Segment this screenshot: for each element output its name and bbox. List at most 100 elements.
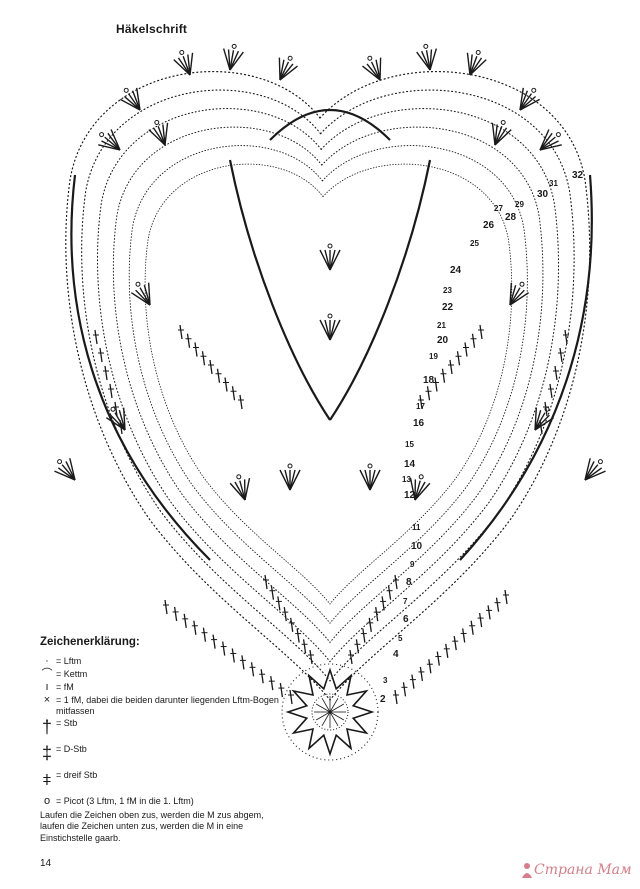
stitch-mark [464,342,468,357]
round-number: 13 [402,475,411,484]
legend-row: · = Lftm [40,655,290,667]
stitch-mark [534,414,550,431]
stitch-mark [329,711,339,727]
stitch-mark [69,458,76,481]
doily-outline [65,70,593,701]
stitch-mark [229,50,240,71]
petal-cluster [120,87,141,111]
stitch-mark [419,394,423,410]
stitch-mark [329,711,345,721]
stitch-mark [349,649,353,665]
picot-mark [475,49,481,55]
picot-mark [287,55,293,61]
stitch-mark [519,98,540,111]
stitch-mark [289,689,293,705]
petal-cluster [222,43,244,71]
stitch-mark [234,481,246,501]
legend-row: × = 1 fM, dabei die beiden darunter lieg… [40,694,290,717]
stitch-mark [270,676,274,691]
legend-row: ı = fM [40,681,290,693]
stitch-mark [296,628,300,643]
petal-cluster [519,87,540,111]
stitch-mark [186,333,191,348]
stitch-mark [173,59,191,76]
picot-mark [99,132,105,138]
stitch-mark [509,292,530,306]
chain-loop-ring [112,126,544,644]
round-number: 21 [437,321,446,330]
stitch-mark [504,589,508,605]
stitch-mark [370,61,381,81]
stitch-fan [538,329,569,435]
stitch-mark [135,289,151,306]
stitch-mark [426,386,431,401]
stitch-mark [471,333,476,348]
stitch-mark [559,347,563,363]
stitch-mark [369,469,376,491]
stitch-mark [324,319,331,341]
stitch-mark [147,282,151,306]
stitch-mark [143,284,151,306]
stitch-mark [315,711,331,721]
stitch-mark [387,585,392,600]
stitch-mark [366,63,381,81]
round-number: 28 [505,212,517,223]
stitch-mark [57,467,76,481]
stitch-mark [453,636,457,651]
stitch-mark [99,347,103,363]
stitch-mark [544,401,548,417]
picot-mark [423,43,429,49]
slip-stitch-symbol: ⌒ [41,667,53,680]
chain-loop-ring [144,163,513,605]
stitch-mark [539,140,559,151]
stitch-mark [509,284,517,306]
stitch-mark [289,469,296,491]
stitch-mark [260,669,264,684]
stitch-mark [379,57,382,81]
stitch-mark [584,461,595,481]
stitch-mark [554,365,558,381]
stitch-fan [178,324,244,410]
stitch-mark [462,628,466,643]
stitch-mark [110,414,126,431]
figure-icon [522,863,532,878]
stitch-mark [539,132,553,151]
stitch-mark [136,87,141,111]
picot-mark [154,119,160,125]
picot-mark [500,119,506,125]
stitch-mark [534,412,546,431]
stitch-mark [534,407,538,431]
picot-mark [231,43,237,49]
picot-mark [236,474,242,480]
stitch-mark [131,90,141,111]
stitch-mark [414,482,431,501]
petal-cluster [105,406,126,431]
stitch-mark [224,377,228,392]
stitch-mark [469,55,478,76]
stitch-mark [469,54,473,76]
triple-treble-symbol: ⧧ [42,769,52,790]
stitch-mark [429,48,438,71]
stitch-mark [202,627,207,642]
stitch-mark [420,50,431,71]
stitch-mark [425,50,431,71]
stitch-mark [329,697,339,713]
round-number: 27 [494,204,503,213]
picot-mark [327,313,333,319]
stitch-mark [329,249,341,271]
legend: Zeichenerklärung: · = Lftm ⌒ = Kettm ı =… [40,636,290,809]
stitch-mark [519,95,537,111]
legend-heading: Zeichenerklärung: [40,636,140,648]
petal-cluster [319,313,341,341]
stitch-mark [321,697,331,713]
stitch-mark [250,662,255,677]
petal-cluster [509,281,530,306]
chain-loop-ring [128,145,528,624]
stitch-fan [163,599,294,705]
stitch-mark [279,469,291,491]
stitch-mark [494,124,498,146]
legend-text: = Picot (3 Lftm, 1 fM in die 1. Lftm) [56,796,194,807]
stitch-mark [289,469,301,491]
stitch-mark [519,90,529,111]
